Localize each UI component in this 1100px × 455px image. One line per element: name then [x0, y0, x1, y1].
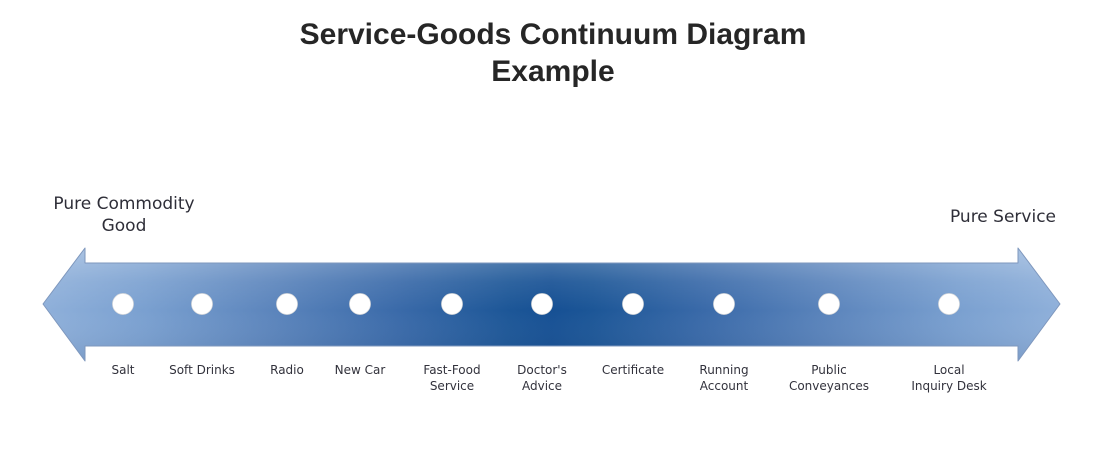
continuum-dot — [349, 293, 371, 315]
continuum-dot — [938, 293, 960, 315]
diagram-title: Service-Goods Continuum Diagram Example — [299, 18, 807, 88]
continuum-dot — [276, 293, 298, 315]
continuum-dot — [112, 293, 134, 315]
item-label-public-conveyances: Public Conveyances — [788, 363, 870, 393]
continuum-dot — [531, 293, 553, 315]
endpoint-label-pure-service: Pure Service — [949, 207, 1057, 227]
item-label-certificate: Certificate — [601, 363, 665, 377]
endpoint-label-pure-commodity-good: Pure Commodity Good — [53, 194, 195, 236]
item-label-new-car: New Car — [334, 363, 386, 377]
item-label-fast-food-service: Fast-Food Service — [423, 363, 481, 393]
continuum-dot — [441, 293, 463, 315]
item-label-doctors-advice: Doctor's Advice — [517, 363, 567, 393]
continuum-dot — [713, 293, 735, 315]
continuum-dot — [622, 293, 644, 315]
item-label-soft-drinks: Soft Drinks — [169, 363, 235, 377]
continuum-dot — [191, 293, 213, 315]
arrow-shape-outline — [42, 247, 1061, 362]
item-label-salt: Salt — [111, 363, 135, 377]
continuum-dot — [818, 293, 840, 315]
item-label-radio: Radio — [270, 363, 304, 377]
item-label-local-inquiry-desk: Local Inquiry Desk — [911, 363, 987, 393]
item-label-running-account: Running Account — [699, 363, 749, 393]
continuum-dots — [112, 293, 960, 315]
